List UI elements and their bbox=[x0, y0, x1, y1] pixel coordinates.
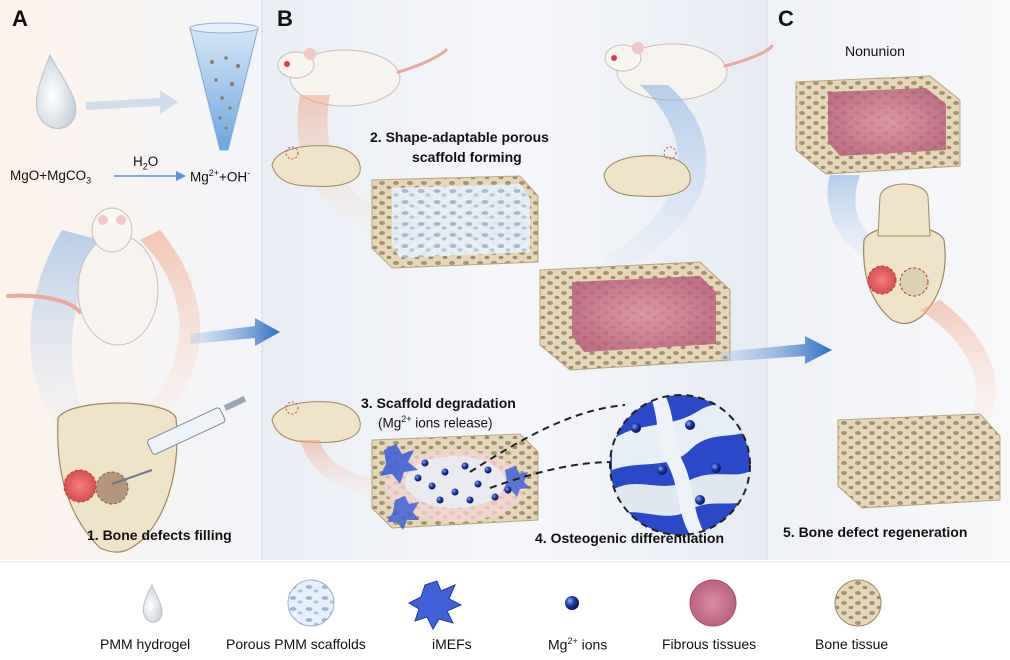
panel-a-to-b-arrow-icon bbox=[190, 318, 280, 346]
syringe-icon bbox=[111, 395, 247, 485]
porous-scaffold-block-icon bbox=[371, 175, 539, 269]
mgo-particles bbox=[210, 56, 240, 130]
panel-b-to-c-arrow-icon bbox=[720, 336, 832, 364]
legend-scaffold-label: Porous PMM scaffolds bbox=[226, 636, 366, 652]
legend-bone-label: Bone tissue bbox=[815, 636, 889, 652]
skull-side-view-icon bbox=[603, 146, 691, 197]
reaction-reactants: MgO+MgCO3 bbox=[10, 168, 92, 186]
legend-fibrous-label: Fibrous tissues bbox=[662, 636, 757, 652]
panel-label-a: A bbox=[12, 6, 28, 31]
step-4-label: 4. Osteogenic differentiation bbox=[535, 530, 725, 546]
rat-side-view-icon bbox=[277, 48, 448, 107]
legend-hydrogel-icon bbox=[142, 583, 163, 623]
mg-ion-particles bbox=[414, 459, 512, 504]
legend-scaffold-icon bbox=[287, 579, 335, 627]
step-3-label-line2: (Mg2+ ions release) bbox=[378, 414, 493, 431]
legend-mg-ion-label: Mg2+ ions bbox=[548, 636, 608, 653]
flow-orange-b-top bbox=[297, 95, 380, 230]
regenerated-bone-block-icon bbox=[837, 413, 1001, 509]
flow-orange-a bbox=[120, 230, 200, 430]
zoom-line bbox=[489, 461, 613, 489]
hydrogel-drop-icon bbox=[35, 53, 77, 129]
skull-side-view-icon bbox=[271, 401, 361, 443]
flow-orange-b-bottom bbox=[300, 440, 372, 496]
nonunion-block-icon bbox=[795, 75, 961, 175]
nonunion-label: Nonunion bbox=[845, 43, 905, 59]
panel-label-b: B bbox=[277, 6, 293, 31]
reaction-solvent: H2O bbox=[133, 154, 159, 172]
degrading-scaffold-block-icon bbox=[371, 433, 539, 530]
fibrous-bone-block-icon bbox=[539, 261, 731, 371]
step-2-label-line1: 2. Shape-adaptable porous bbox=[370, 129, 549, 145]
legend-mg-ion-icon bbox=[565, 596, 579, 610]
legend-fibrous-icon bbox=[689, 579, 737, 627]
step-5-label: 5. Bone defect regeneration bbox=[783, 524, 968, 540]
step-1-label: 1. Bone defects filling bbox=[87, 527, 232, 543]
flow-blue-b-top bbox=[600, 85, 707, 272]
legend-imefs-label: iMEFs bbox=[432, 636, 472, 652]
legend-hydrogel-label: PMM hydrogel bbox=[100, 636, 191, 652]
flow-orange-c bbox=[920, 300, 997, 432]
legend-bone-icon bbox=[834, 579, 882, 627]
zoom-line bbox=[469, 404, 626, 473]
rat-top-view-icon bbox=[6, 207, 159, 346]
skull-top-view-icon bbox=[863, 183, 946, 325]
step-2-label-line2: scaffold forming bbox=[412, 149, 522, 165]
step-3-label-line1: 3. Scaffold degradation bbox=[361, 395, 516, 411]
osteogenic-zoom-circle bbox=[610, 395, 750, 535]
transfer-arrow-icon bbox=[86, 90, 178, 114]
legend-imef-icon bbox=[407, 580, 463, 631]
reaction-products: Mg2++OH- bbox=[190, 168, 251, 185]
skull-side-view-icon bbox=[271, 145, 361, 187]
panel-label-c: C bbox=[778, 6, 794, 31]
skull-with-defects-icon bbox=[57, 402, 178, 553]
